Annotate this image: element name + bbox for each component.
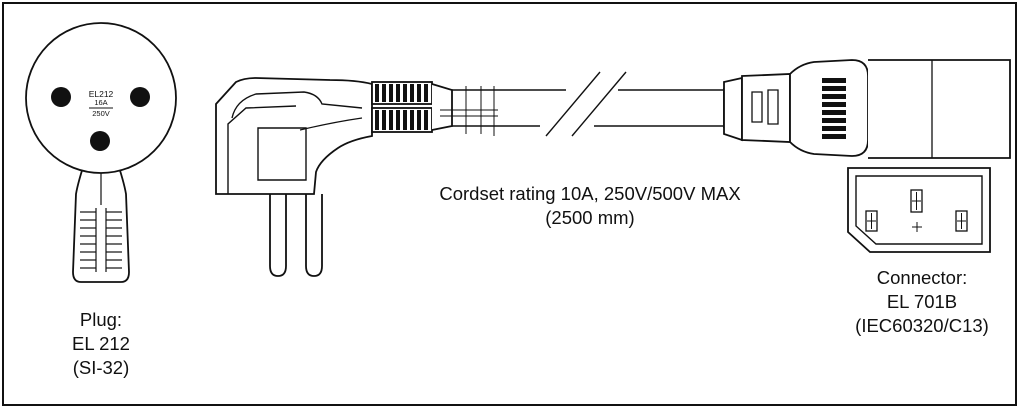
cable-dimension-ticks: [440, 86, 498, 136]
plug-pin-right: [130, 87, 150, 107]
cordset-length-text: (2500 mm): [545, 207, 635, 228]
plug-pin-earth: [90, 131, 110, 151]
connector-side-view: [723, 59, 1011, 159]
plug-label-standard: (SI-32): [72, 357, 130, 378]
cordset-rating-text: Cordset rating 10A, 250V/500V MAX: [439, 183, 741, 204]
connector-face-view: [847, 167, 991, 253]
plug-pin-left: [51, 87, 71, 107]
plug-label-model: EL 212: [72, 333, 130, 354]
plug-face-view: [25, 22, 177, 283]
plug-face-current: 16A: [94, 98, 108, 107]
connector-label-model: EL 701B: [886, 291, 958, 312]
plug-label-title: Plug:: [79, 309, 123, 330]
strain-relief-ribs: [375, 84, 428, 130]
plug-face-voltage: 250V: [92, 109, 110, 118]
connector-label-title: Connector:: [876, 267, 968, 288]
connector-grip-ribs: [822, 78, 846, 139]
cable: [452, 71, 724, 137]
plug-side-view: [215, 77, 453, 277]
plug-face-model: EL212: [88, 89, 114, 99]
connector-label-standard: (IEC60320/C13): [855, 315, 989, 336]
plug-grip-ribs: [80, 208, 122, 272]
